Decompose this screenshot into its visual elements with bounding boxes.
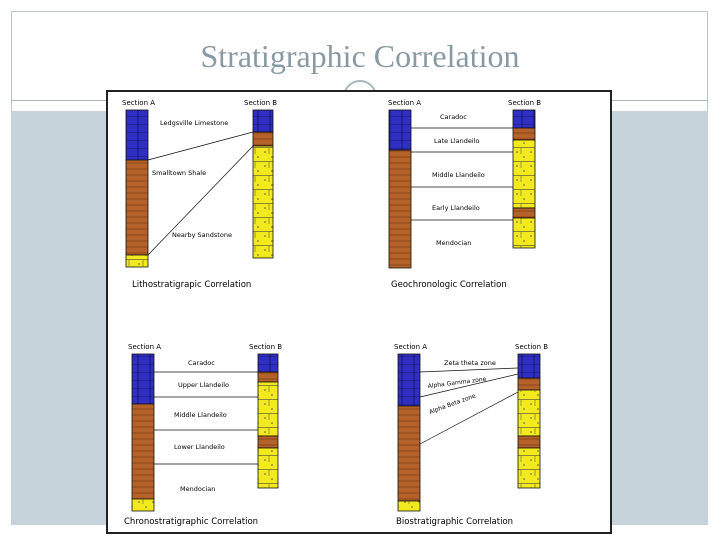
- column-a-shale: [388, 149, 412, 269]
- column-b-limestone: [252, 109, 274, 133]
- unit-label: Middle Llandeilo: [174, 411, 227, 419]
- correlation-figure: Section A Section B Ledgsville Limestone…: [106, 90, 612, 534]
- section-a-label: Section A: [394, 343, 427, 351]
- column-b-limestone: [512, 109, 536, 129]
- unit-label: Upper Llandeilo: [178, 381, 229, 389]
- unit-label: Lower Llandeilo: [174, 443, 225, 451]
- column-a-limestone: [397, 353, 421, 407]
- unit-label: Early Llandeilo: [432, 204, 480, 212]
- column-a-shale: [125, 159, 149, 256]
- section-a-label: Section A: [388, 99, 421, 107]
- column-b-limestone: [257, 353, 279, 373]
- correlation-line: [419, 391, 519, 445]
- slide-title: Stratigraphic Correlation: [200, 38, 520, 74]
- unit-label: Caradoc: [188, 359, 215, 367]
- unit-label: Zeta theta zone: [444, 359, 496, 367]
- section-b-label: Section B: [249, 343, 282, 351]
- section-a-label: Section A: [122, 99, 155, 107]
- correlation-line: [419, 373, 519, 398]
- panel-lithostratigraphic: Section A Section B Ledgsville Limestone…: [122, 99, 277, 290]
- column-b-sandstone: [257, 381, 279, 437]
- correlation-line: [419, 367, 519, 373]
- column-a-limestone: [125, 109, 149, 161]
- unit-label: Ledgsville Limestone: [160, 119, 228, 127]
- section-b-label: Section B: [244, 99, 277, 107]
- column-b-shale: [517, 377, 541, 391]
- panel-caption: Lithostratigrapic Correlation: [132, 280, 251, 290]
- panel-chronostratigraphic: Section A Section B Caradoc Upper Llande…: [124, 343, 282, 527]
- unit-label: Late Llandeilo: [434, 137, 479, 145]
- unit-label: Mendocian: [180, 485, 215, 493]
- column-b-sandstone: [517, 447, 541, 489]
- correlation-line: [147, 131, 254, 161]
- column-b-sandstone: [257, 447, 279, 489]
- unit-label: Caradoc: [440, 113, 467, 121]
- column-b-sandstone: [512, 217, 536, 249]
- column-b-sandstone: [517, 389, 541, 437]
- column-b-shale: [517, 435, 541, 449]
- column-a-sandstone: [131, 498, 155, 512]
- panel-biostratigraphic: Section A Section B Zeta theta zone Alph…: [394, 343, 548, 527]
- panel-caption: Biostratigraphic Correlation: [396, 517, 513, 527]
- panel-caption: Chronostratigraphic Correlation: [124, 517, 258, 527]
- section-b-label: Section B: [515, 343, 548, 351]
- column-b-shale: [257, 435, 279, 449]
- column-b-shale: [257, 371, 279, 383]
- unit-label: Alpha Beta zone: [428, 392, 477, 415]
- unit-label: Smalltown Shale: [152, 169, 206, 177]
- column-a-shale: [131, 403, 155, 500]
- column-b-sandstone: [252, 145, 274, 259]
- column-a-limestone: [388, 109, 412, 151]
- unit-label: Nearby Sandstone: [172, 231, 232, 239]
- column-a-shale: [397, 405, 421, 502]
- unit-label: Alpha Gamma zone: [427, 376, 487, 390]
- panel-geochronologic: Section A Section B Caradoc Late Llandei…: [388, 99, 541, 290]
- correlation-line: [147, 145, 254, 256]
- correlation-diagram: Section A Section B Ledgsville Limestone…: [122, 99, 548, 527]
- column-b-shale: [512, 127, 536, 141]
- column-a-limestone: [131, 353, 155, 405]
- column-b-sandstone: [512, 139, 536, 209]
- column-a-sandstone: [397, 500, 421, 512]
- panel-caption: Geochronologic Correlation: [391, 280, 507, 290]
- section-a-label: Section A: [128, 343, 161, 351]
- column-a-sandstone: [125, 254, 149, 268]
- column-b-shale: [252, 131, 274, 147]
- column-b-limestone: [517, 353, 541, 379]
- unit-label: Mendocian: [436, 239, 471, 247]
- unit-label: Middle Llandeilo: [432, 171, 485, 179]
- column-b-shale: [512, 207, 536, 219]
- section-b-label: Section B: [508, 99, 541, 107]
